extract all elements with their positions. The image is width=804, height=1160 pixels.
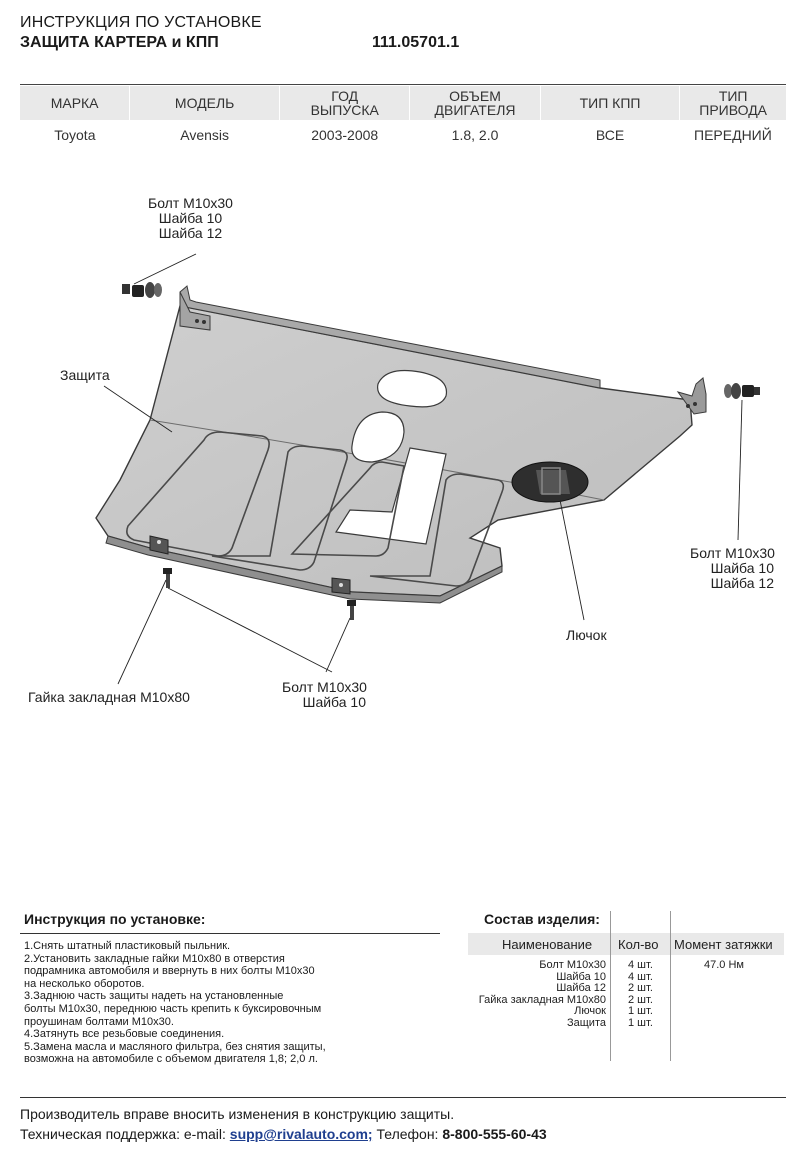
callout-top-bolt: Болт М10х30 Шайба 10 Шайба 12: [148, 195, 233, 241]
spec-header-model: МОДЕЛЬ: [129, 86, 280, 120]
instruction-line: 5.Замена масла и масляного фильтра, без …: [24, 1040, 326, 1053]
instructions-text: 1.Снять штатный пластиковый пыльник. 2.У…: [24, 940, 444, 1066]
spec-model: Avensis: [180, 127, 230, 143]
composition-header-qty: Кол-во: [618, 937, 659, 952]
spec-header-make: МАРКА: [20, 86, 130, 120]
instruction-line: проушинам болтами М10х30.: [24, 1015, 174, 1028]
instruction-line: 1.Снять штатный пластиковый пыльник.: [24, 940, 231, 952]
composition-divider: [670, 911, 671, 1061]
callout-bottom-bolt: Болт М10х30 Шайба 10: [282, 679, 367, 710]
callout-protection: Защита: [60, 367, 110, 383]
footer-rule: [20, 1097, 786, 1098]
phone-label: Телефон:: [372, 1126, 443, 1142]
product-name: ЗАЩИТА КАРТЕРА и КПП: [20, 34, 219, 51]
spec-gearbox: ВСЕ: [595, 127, 625, 143]
composition-header-name: Наименование: [502, 937, 593, 952]
composition-title: Состав изделия:: [484, 911, 600, 927]
fastener-right: [724, 383, 760, 399]
composition-names: Болт М10х30 Шайба 10 Шайба 12 Гайка закл…: [478, 959, 606, 1029]
document-title: ИНСТРУКЦИЯ ПО УСТАНОВКЕ: [20, 14, 262, 31]
composition-quantities: 4 шт. 4 шт. 2 шт. 2 шт. 1 шт. 1 шт.: [628, 959, 653, 1029]
hatch-cover: [511, 461, 589, 503]
spec-value-row: Toyota Avensis 2003-2008 1.8, 2.0 ВСЕ ПЕ…: [20, 120, 786, 150]
leader-lines: [103, 253, 743, 685]
support-email-link[interactable]: supp@rivalauto.com;: [229, 1126, 373, 1142]
spec-table-top-rule: [20, 84, 786, 85]
instruction-line: подрамника автомобиля и ввернуть в них б…: [24, 965, 315, 978]
instruction-line: на несколько оборотов.: [24, 977, 145, 990]
fastener-bottom-center: [347, 600, 356, 620]
callout-right-bolt: Болт М10х30 Шайба 10 Шайба 12: [690, 545, 775, 591]
fastener-bottom-left: [163, 568, 172, 588]
composition-torque: 47.0 Нм: [704, 959, 744, 971]
composition-header: Наименование Кол-во Момент затяжки: [468, 933, 784, 955]
skid-plate-drawing: [95, 253, 760, 685]
composition-divider: [610, 911, 611, 1061]
composition-header-torque: Момент затяжки: [674, 937, 773, 952]
instruction-line: возможна на автомобиле с объемом двигате…: [24, 1053, 318, 1066]
spec-year: 2003-2008: [311, 127, 379, 143]
protection-plate: [95, 285, 707, 604]
support-label: Техническая поддержка: e-mail:: [20, 1126, 230, 1142]
footer-note: Производитель вправе вносить изменения в…: [20, 1106, 455, 1122]
instructions-rule: [20, 933, 440, 934]
callout-nut: Гайка закладная М10х80: [28, 689, 190, 705]
instruction-line: болты М10х30, переднюю часть крепить к б…: [24, 1002, 322, 1015]
fastener-top-left: [122, 282, 162, 298]
instruction-line: 2.Установить закладные гайки М10х80 в от…: [24, 952, 285, 965]
spec-header-gearbox: ТИП КПП: [539, 86, 680, 120]
callout-hatch: Лючок: [566, 627, 607, 643]
product-code: 111.05701.1: [372, 34, 460, 51]
spec-drive: ПЕРЕДНИЙ: [694, 127, 772, 143]
instructions-title: Инструкция по установке:: [24, 911, 206, 927]
spec-make: Toyota: [54, 127, 96, 143]
instruction-line: 3.Заднюю часть защиты надеть на установл…: [24, 990, 284, 1003]
footer-support: Техническая поддержка: e-mail: supp@riva…: [20, 1126, 547, 1142]
instruction-line: 4.Затянуть все резьбовые соединения.: [24, 1028, 225, 1041]
spec-engine: 1.8, 2.0: [451, 127, 499, 143]
composition-table: Наименование Кол-во Момент затяжки Болт …: [468, 911, 784, 1061]
support-phone: 8-800-555-60-43: [442, 1126, 547, 1142]
